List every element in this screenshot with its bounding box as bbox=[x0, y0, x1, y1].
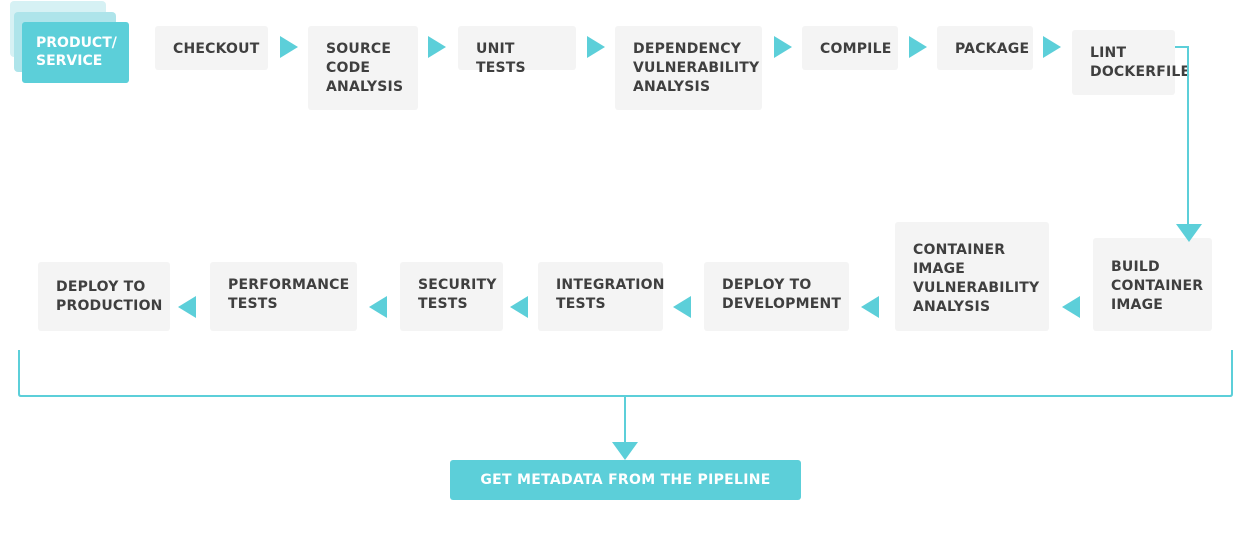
stage-checkout: CHECKOUT bbox=[155, 26, 268, 70]
stage-build-container-image: BUILD CONTAINER IMAGE bbox=[1093, 238, 1212, 331]
arrow-right-icon bbox=[587, 36, 605, 58]
arrow-right-icon bbox=[428, 36, 446, 58]
stage-package: PACKAGE bbox=[937, 26, 1033, 70]
arrow-left-icon bbox=[178, 296, 196, 318]
arrow-down-icon bbox=[1176, 224, 1202, 242]
arrow-left-icon bbox=[673, 296, 691, 318]
arrow-left-icon bbox=[1062, 296, 1080, 318]
stage-security-tests: SECURITY TESTS bbox=[400, 262, 503, 331]
stage-deploy-to-production: DEPLOY TO PRODUCTION bbox=[38, 262, 170, 331]
stage-lint-dockerfile: LINT DOCKERFILE bbox=[1072, 30, 1190, 95]
stage-deploy-to-development: DEPLOY TO DEVELOPMENT bbox=[704, 262, 849, 331]
stage-container-image-vulnerability-analysis: CONTAINER IMAGE VULNERABILITY ANALYSIS bbox=[895, 222, 1049, 331]
stage-integration-tests: INTEGRATION TESTS bbox=[538, 262, 664, 331]
stage-compile: COMPILE bbox=[802, 26, 898, 70]
arrow-down-icon bbox=[612, 442, 638, 460]
arrow-right-icon bbox=[280, 36, 298, 58]
stage-performance-tests: PERFORMANCE TESTS bbox=[210, 262, 357, 331]
bracket-line bbox=[18, 350, 1233, 397]
connector-lines bbox=[18, 46, 1233, 460]
arrow-right-icon bbox=[909, 36, 927, 58]
stage-dependency-vulnerability-analysis: DEPENDENCY VULNERABILITY ANALYSIS bbox=[615, 26, 762, 110]
arrow-right-icon bbox=[774, 36, 792, 58]
origin-product-service: PRODUCT/ SERVICE bbox=[22, 22, 129, 83]
arrow-left-icon bbox=[369, 296, 387, 318]
output-get-metadata: GET METADATA FROM THE PIPELINE STAGES bbox=[450, 460, 801, 528]
stage-unit-tests: UNIT TESTS bbox=[458, 26, 576, 76]
stage-source-code-analysis: SOURCE CODE ANALYSIS bbox=[308, 26, 418, 110]
arrow-left-icon bbox=[510, 296, 528, 318]
arrow-right-icon bbox=[1043, 36, 1061, 58]
connector-down-right bbox=[1175, 46, 1189, 226]
arrow-left-icon bbox=[861, 296, 879, 318]
